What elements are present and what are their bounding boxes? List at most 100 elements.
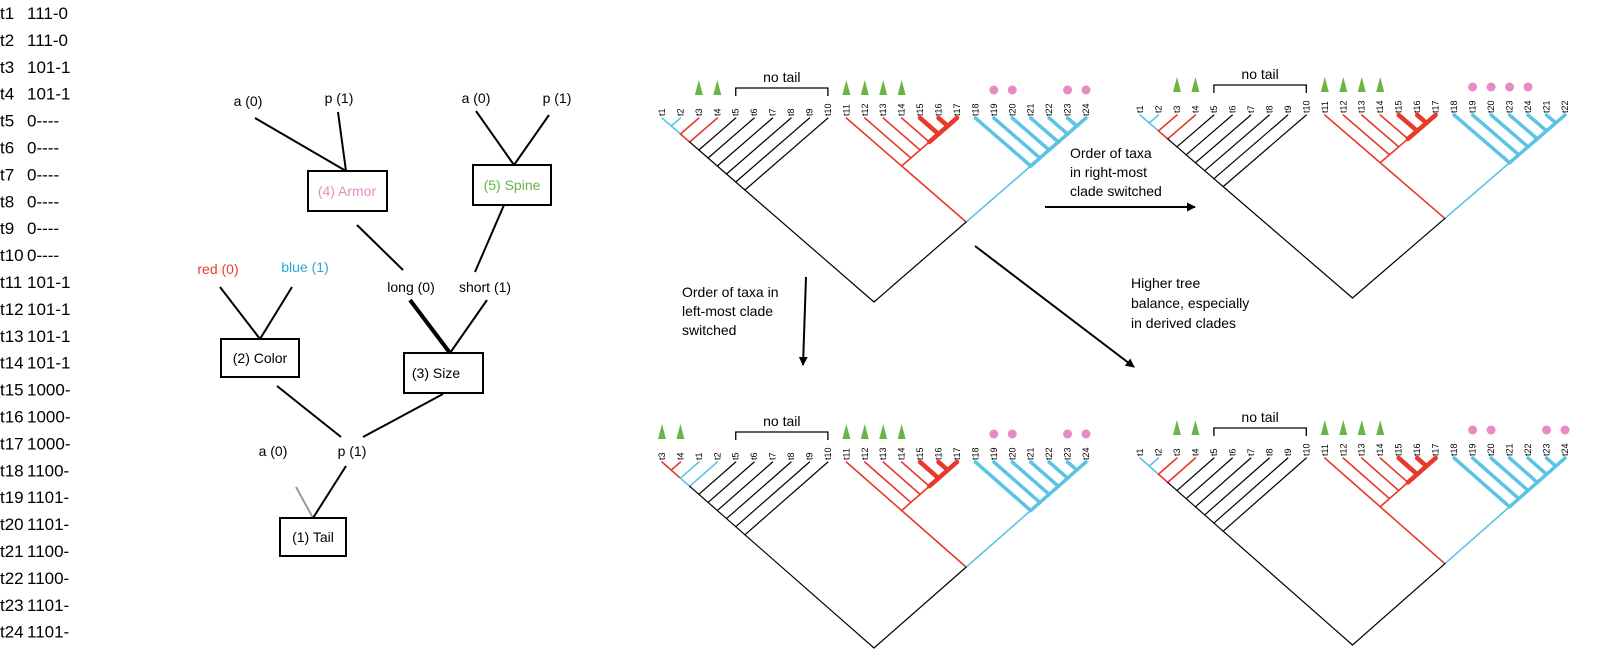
tree-branch — [1379, 505, 1446, 565]
tip-label: t11 — [841, 104, 851, 116]
tree-branch — [1028, 460, 1061, 489]
tip-label: t6 — [1227, 448, 1237, 456]
tree-branch — [1452, 456, 1512, 509]
arrow-higher-balance — [974, 245, 1135, 368]
matrix-taxon: t12 — [0, 300, 24, 319]
armor-marker — [1523, 82, 1533, 92]
tip-label: t11 — [841, 448, 851, 460]
tip-label: t14 — [1375, 443, 1385, 456]
armor-marker — [1007, 85, 1017, 95]
tree-branch — [845, 461, 903, 512]
tip-label: t5 — [731, 108, 741, 116]
tree-branch — [716, 461, 774, 512]
tip-label: t3 — [657, 452, 667, 460]
tree-branch — [1396, 112, 1420, 134]
tip-label: t22 — [1560, 100, 1570, 113]
tree-branch — [992, 116, 1042, 160]
tip-label: t21 — [1026, 447, 1036, 460]
tree-branch — [1028, 116, 1061, 144]
tree-branch — [688, 117, 719, 143]
tree-branch — [1166, 114, 1197, 140]
tree-branch — [670, 461, 682, 471]
tree-branch — [679, 117, 700, 135]
tree-branch — [698, 149, 709, 159]
tip-label: t9 — [804, 108, 814, 116]
spine-marker — [1357, 420, 1366, 435]
matrix-code: 1101- — [27, 515, 69, 534]
armor-marker — [989, 85, 999, 95]
tree-branch — [688, 461, 719, 488]
armor-marker — [1505, 82, 1515, 92]
tree-branch — [1157, 473, 1169, 484]
tree-branch — [845, 117, 903, 167]
armor-marker — [1063, 429, 1073, 439]
color-red-label: red (0) — [197, 261, 238, 277]
tree-branch — [1157, 114, 1178, 132]
tip-label: t10 — [1301, 100, 1311, 113]
tree-branch — [1157, 457, 1178, 476]
tip-label: t7 — [768, 108, 778, 116]
tree-branch — [992, 460, 1042, 505]
tip-label: t18 — [970, 103, 980, 116]
tree-branch — [725, 117, 792, 175]
tip-label: t23 — [1063, 103, 1073, 116]
tree-branch — [1139, 457, 1151, 467]
matrix-code: 1101- — [27, 596, 69, 615]
tree-branch — [919, 141, 931, 151]
no-tail-bracket — [1213, 427, 1307, 436]
tree-branch — [670, 469, 682, 479]
tree-branch — [744, 189, 875, 303]
tree-branch — [707, 157, 718, 167]
tree-branch — [917, 115, 941, 137]
spine-marker — [694, 80, 703, 95]
tree-branch — [1507, 113, 1540, 141]
tip-label: t21 — [1505, 443, 1515, 456]
tip-label: t19 — [989, 447, 999, 460]
spine-absent-label: a (0) — [462, 90, 491, 106]
tree-branch — [873, 221, 967, 303]
spine-marker — [1320, 77, 1329, 92]
tip-label: t22 — [1044, 103, 1054, 116]
tail-present-edge — [312, 465, 347, 519]
armor-character-box — [307, 170, 388, 212]
tail-character-box — [279, 517, 347, 557]
armor-absent-label: a (0) — [234, 93, 263, 109]
armor-marker — [1468, 82, 1478, 92]
no-tail-label: no tail — [763, 69, 800, 85]
tip-label: t1 — [1135, 105, 1145, 113]
tree-branch — [1405, 472, 1420, 485]
tip-label: t14 — [897, 103, 907, 116]
armor-marker — [1486, 82, 1496, 92]
tree-branch — [670, 125, 682, 135]
matrix-code: 0---- — [27, 246, 59, 265]
size-short-label: short (1) — [459, 279, 511, 295]
tree-branch — [900, 157, 912, 167]
size-long-label: long (0) — [387, 279, 434, 295]
spine-marker — [1172, 77, 1181, 92]
color-character-box — [220, 338, 300, 378]
tip-label: t1 — [657, 108, 667, 116]
armor-marker — [1007, 429, 1017, 439]
tree-branch — [1194, 506, 1206, 516]
tree-branch — [1166, 457, 1197, 484]
tree-branch — [1535, 472, 1549, 485]
spine-marker — [1172, 420, 1181, 435]
tail-absent-label: a (0) — [259, 443, 288, 459]
no-tail-label: no tail — [763, 413, 800, 429]
tree-branch — [1360, 114, 1400, 148]
spine-marker — [1376, 420, 1385, 435]
tree-branch — [1148, 122, 1160, 132]
tree-branch — [1544, 113, 1558, 125]
tree-branch — [1139, 114, 1151, 124]
spine-marker — [879, 80, 888, 95]
tree-branch — [1075, 460, 1088, 472]
matrix-taxon: t18 — [0, 461, 24, 480]
tree-branch — [1507, 456, 1540, 485]
armor-marker — [1542, 425, 1552, 435]
